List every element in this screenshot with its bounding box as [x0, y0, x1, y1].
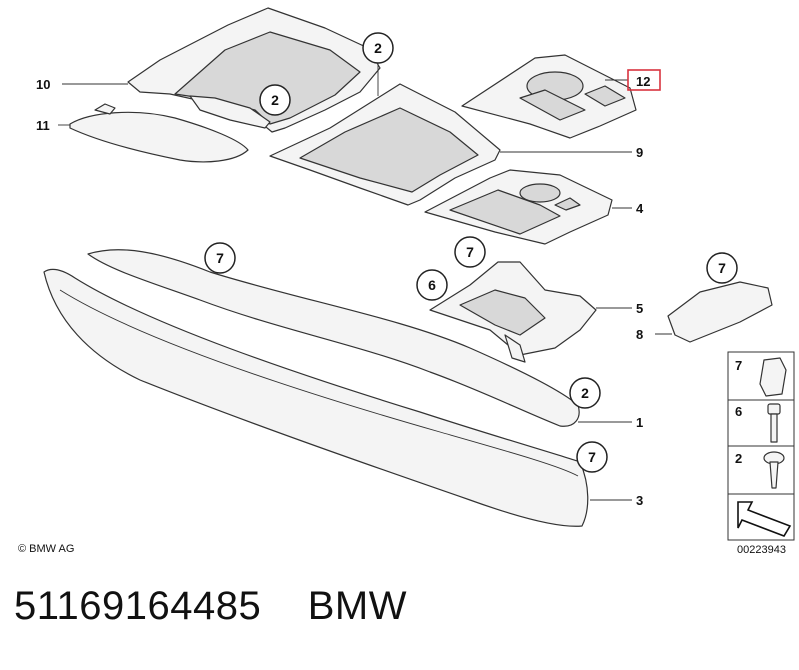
part-caption: 51169164485 BMW [14, 584, 407, 629]
clip-icon [759, 357, 787, 397]
label-8: 8 [636, 327, 643, 342]
svg-text:6: 6 [428, 277, 436, 293]
hardware-legend: 7 6 2 [727, 351, 795, 541]
part-11-side-cover [69, 103, 249, 163]
svg-text:2: 2 [374, 40, 382, 56]
callout-7-cover: 7 [706, 252, 738, 284]
arrow-icon [737, 501, 792, 537]
part-9-frame [269, 83, 501, 206]
label-11: 11 [36, 118, 50, 133]
label-4: 4 [636, 201, 644, 216]
brand-name: BMW [307, 584, 407, 628]
svg-text:7: 7 [466, 244, 474, 260]
callout-2-top: 2 [362, 32, 394, 64]
parts-diagram: 2 2 7 6 7 2 7 7 10 11 [18, 7, 795, 556]
svg-text:2: 2 [581, 385, 589, 401]
part-3-side-trim [43, 268, 589, 527]
part-8-small-cover [667, 281, 773, 343]
legend-7: 7 [735, 358, 742, 373]
callout-7-lower: 7 [576, 441, 608, 473]
part-12-gear-cover [461, 54, 637, 139]
copyright-text: © BMW AG [18, 543, 74, 555]
label-12: 12 [636, 74, 650, 89]
svg-text:2: 2 [271, 92, 279, 108]
highlight-box [627, 69, 661, 91]
svg-text:7: 7 [588, 449, 596, 465]
callout-2-tray: 2 [259, 84, 291, 116]
svg-text:7: 7 [718, 260, 726, 276]
part-1-side-trim [87, 249, 580, 427]
bolt-icon [767, 403, 781, 443]
screw-icon [763, 451, 785, 489]
label-5: 5 [636, 301, 643, 316]
part-10-storage-tray [127, 7, 381, 133]
callout-7-trim: 7 [204, 242, 236, 274]
callout-7-panel: 7 [454, 236, 486, 268]
label-3: 3 [636, 493, 643, 508]
label-9: 9 [636, 145, 643, 160]
callout-6-bracket: 6 [416, 269, 448, 301]
diagram-id: 00223943 [737, 544, 786, 556]
callout-2-side: 2 [569, 377, 601, 409]
label-10: 10 [36, 77, 50, 92]
part-number: 51169164485 [14, 584, 262, 628]
legend-6: 6 [735, 404, 742, 419]
leader-lines [58, 63, 672, 501]
label-1: 1 [636, 415, 643, 430]
part-5-bracket [429, 261, 597, 363]
part-4-trim-panel [424, 169, 613, 245]
legend-2: 2 [735, 451, 742, 466]
svg-text:7: 7 [216, 250, 224, 266]
